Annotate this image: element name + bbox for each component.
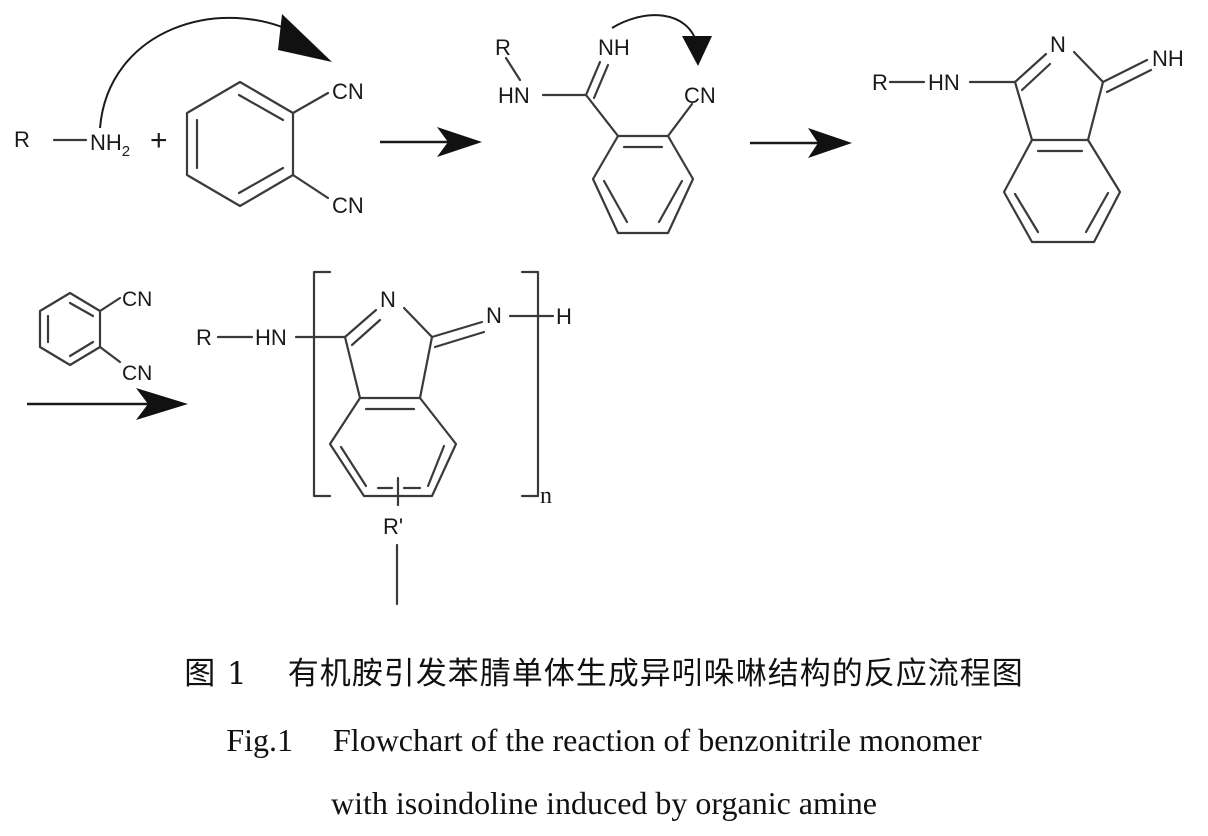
amidine-cn-label: CN — [684, 83, 716, 108]
phthalonitrile-reagent: CN CN — [38, 288, 152, 385]
product-hn-label: HN — [928, 70, 960, 95]
product-nh-label: NH — [1152, 46, 1184, 71]
figure-caption-chinese: 图 1 有机胺引发苯腈单体生成异吲哚啉结构的反应流程图 — [0, 648, 1208, 693]
reaction-arrow-3 — [27, 388, 188, 420]
reaction-arrow-2 — [750, 128, 852, 158]
amine-nh2-label: NH2 — [90, 130, 130, 160]
amidine-nh-label: NH — [598, 35, 630, 60]
phthalonitrile-cn-top: CN — [332, 79, 364, 104]
caption-en-label: Fig.1 — [226, 722, 293, 758]
amidine-intermediate: R HN NH CN — [495, 35, 716, 235]
amidine-r-label: R — [495, 35, 511, 60]
plus-sign: + — [150, 124, 168, 157]
polymer-h-label: H — [556, 304, 572, 329]
polymer-hn-label: HN — [255, 325, 287, 350]
caption-zh-text: 有机胺引发苯腈单体生成异吲哚啉结构的反应流程图 — [287, 656, 1024, 692]
caption-en-text-1: Flowchart of the reaction of benzonitril… — [333, 722, 982, 758]
phthalonitrile-reactant: CN CN — [185, 79, 364, 218]
figure-caption-english-line1: Fig.1 Flowchart of the reaction of benzon… — [0, 722, 1208, 759]
right-bracket — [520, 270, 540, 498]
left-bracket — [312, 270, 332, 498]
polymer-r-label: R — [196, 325, 212, 350]
cyclization-arrow — [611, 14, 712, 66]
iminoisoindoline-product: R HN N NH — [872, 32, 1184, 244]
polymer-product: R HN n N N H R' — [196, 270, 572, 606]
repeat-subscript-n: n — [540, 483, 552, 509]
nucleophilic-attack-arrow — [99, 14, 332, 129]
reaction-scheme: R NH2 + CN CN R HN NH CN — [14, 14, 1184, 606]
product-r-label: R — [872, 70, 888, 95]
product-ring-n-label: N — [1050, 32, 1066, 57]
amine-reactant: R NH2 — [14, 127, 130, 160]
amine-r-label: R — [14, 127, 30, 152]
reagent-cn-bottom: CN — [122, 362, 152, 385]
polymer-exo-n-label: N — [486, 303, 502, 328]
r-prime-label: R' — [383, 514, 403, 539]
caption-zh-label: 图 1 — [184, 656, 248, 692]
amidine-hn-label: HN — [498, 83, 530, 108]
polymer-ring-n-label: N — [380, 287, 396, 312]
phthalonitrile-cn-bottom: CN — [332, 193, 364, 218]
figure-caption-english-line2: with isoindoline induced by organic amin… — [0, 785, 1208, 822]
caption-en-text-2: with isoindoline induced by organic amin… — [331, 785, 877, 821]
reaction-arrow-1 — [380, 127, 482, 157]
reagent-cn-top: CN — [122, 288, 152, 311]
